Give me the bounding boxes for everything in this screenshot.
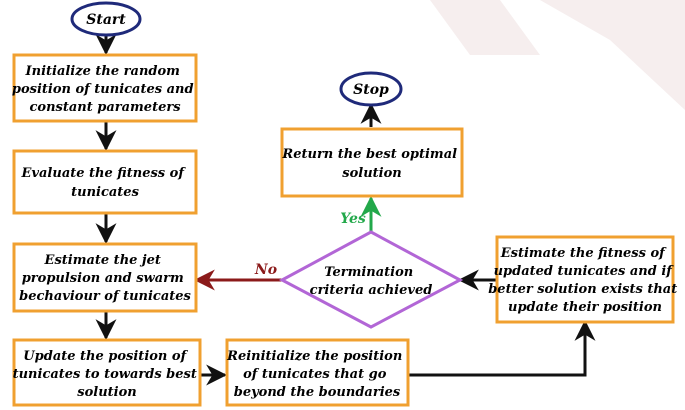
estimate-fitness-box: Estimate the fitness of updated tunicate…: [488, 235, 682, 324]
estimate-jet-line-2: propulsion and swarm: [22, 271, 184, 286]
estimate-jet-box: Estimate the jet propulsion and swarm be…: [12, 242, 198, 313]
reinitialize-line-3: beyond the boundaries: [234, 385, 401, 400]
start-label: Start: [86, 12, 126, 28]
initialize-line-2: position of tunicates and: [12, 82, 194, 97]
svg-text:Reinitialize the position: Reinitialize the position of tunicates t…: [226, 349, 407, 400]
svg-text:Estimate the jet propuls: Estimate the jet propulsion and swarm be…: [19, 253, 191, 304]
update-position-line-2: tunicates to towards best: [13, 367, 197, 382]
estimate-jet-line-3: bechaviour of tunicates: [19, 289, 191, 304]
update-position-line-1: Update the position of: [23, 349, 188, 364]
svg-text:Initialize the random p: Initialize the random position of tunica…: [12, 64, 198, 115]
arrow-reinitialize-to-estimate-fitness: [408, 319, 596, 377]
estimate-jet-line-1: Estimate the jet: [44, 253, 161, 268]
initialize-box: Initialize the random position of tunica…: [12, 53, 198, 123]
svg-text:Termination criteria ach: Termination criteria achieved: [310, 265, 433, 298]
estimate-fitness-line-4: update their position: [508, 300, 662, 315]
svg-text:Evaluate the fitness of: Evaluate the fitness of tunicates: [21, 166, 189, 200]
svg-text:Estimate the fitness of: Estimate the fitness of updated tunicate…: [488, 246, 682, 315]
evaluate-box: Evaluate the fitness of tunicates: [12, 149, 198, 215]
evaluate-line-1: Evaluate the fitness of: [21, 166, 187, 181]
reinitialize-line-2: of tunicates that go: [243, 367, 387, 382]
svg-text:Return the best optimal: Return the best optimal solution: [281, 147, 461, 181]
decision-line-1: Termination: [324, 265, 413, 280]
reinitialize-line-1: Reinitialize the position: [226, 349, 402, 364]
update-position-box: Update the position of tunicates to towa…: [12, 338, 202, 407]
svg-text:Update the position of t: Update the position of tunicates to towa…: [13, 349, 202, 400]
estimate-fitness-line-3: better solution exists that: [488, 282, 677, 297]
reinitialize-box: Reinitialize the position of tunicates t…: [225, 338, 410, 407]
return-best-line-1: Return the best optimal: [281, 147, 457, 162]
update-position-line-3: solution: [77, 385, 136, 400]
decision-line-2: criteria achieved: [310, 283, 433, 298]
no-label: No: [254, 262, 277, 278]
connectors: [95, 34, 596, 386]
stop-terminal: Stop: [339, 71, 403, 107]
background-decoration: [430, 0, 685, 110]
stop-label: Stop: [353, 82, 389, 98]
estimate-fitness-line-1: Estimate the fitness of: [500, 246, 667, 261]
yes-label: Yes: [340, 211, 366, 227]
return-best-line-2: solution: [342, 166, 401, 181]
termination-decision: Termination criteria achieved: [278, 230, 464, 329]
estimate-fitness-line-2: updated tunicates and if: [494, 264, 675, 279]
initialize-line-1: Initialize the random: [25, 64, 180, 79]
initialize-line-3: constant parameters: [29, 100, 181, 115]
start-terminal: Start: [70, 1, 142, 37]
return-best-box: Return the best optimal solution: [280, 127, 464, 198]
evaluate-line-2: tunicates: [71, 185, 139, 200]
